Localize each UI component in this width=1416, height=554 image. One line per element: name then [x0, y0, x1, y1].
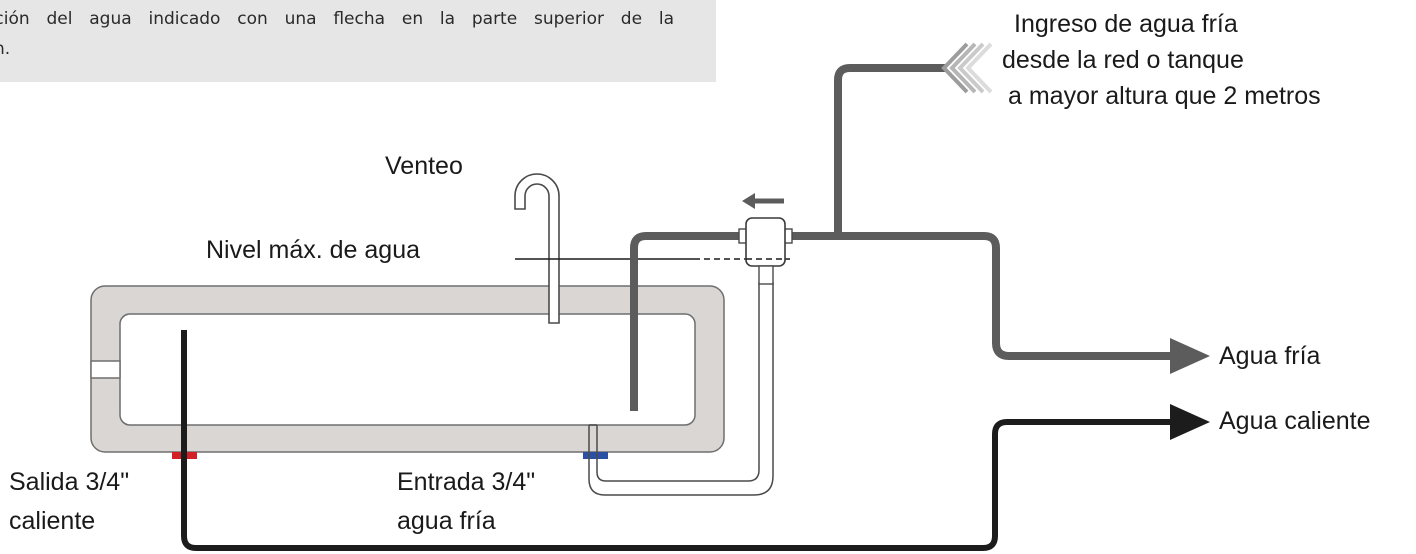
instruction-note-line-2: n.	[0, 39, 11, 59]
flow-direction-arrow-icon	[742, 193, 784, 209]
label-entrada-line-1: Entrada 3/4"	[397, 468, 536, 496]
label-nivel-max: Nivel máx. de agua	[206, 236, 421, 264]
label-ingreso-line-3: a mayor altura que 2 metros	[1008, 82, 1321, 110]
instruction-note-box: ación del agua indicado con una flecha e…	[0, 0, 716, 82]
label-ingreso-line-2: desde la red o tanque	[1002, 46, 1244, 74]
label-agua-fria: Agua fría	[1219, 342, 1321, 370]
label-salida-line-2: caliente	[9, 507, 96, 535]
tank-side-plug	[90, 360, 121, 379]
hot-outlet-arrow-icon	[1170, 404, 1210, 440]
cold-supply-pipe	[630, 232, 742, 411]
tank-feed-pipe-top	[758, 265, 774, 285]
tank-inner	[119, 313, 696, 426]
vent-pipe	[514, 173, 560, 324]
label-salida-line-1: Salida 3/4"	[9, 468, 130, 496]
label-agua-caliente: Agua caliente	[1219, 407, 1371, 435]
cold-main-pipe	[789, 232, 1172, 360]
label-venteo: Venteo	[385, 152, 463, 180]
instruction-note-line-1: ación del agua indicado con una flecha e…	[0, 9, 674, 29]
cold-inlet-arrow-icon	[941, 42, 993, 94]
cold-inlet-connector	[583, 452, 608, 459]
cold-inlet-riser	[834, 64, 946, 236]
hot-water-pipe	[181, 330, 1172, 551]
cold-outlet-arrow-icon	[1170, 338, 1210, 374]
label-entrada-line-2: agua fría	[397, 507, 496, 535]
label-ingreso-line-1: Ingreso de agua fría	[1014, 10, 1238, 38]
